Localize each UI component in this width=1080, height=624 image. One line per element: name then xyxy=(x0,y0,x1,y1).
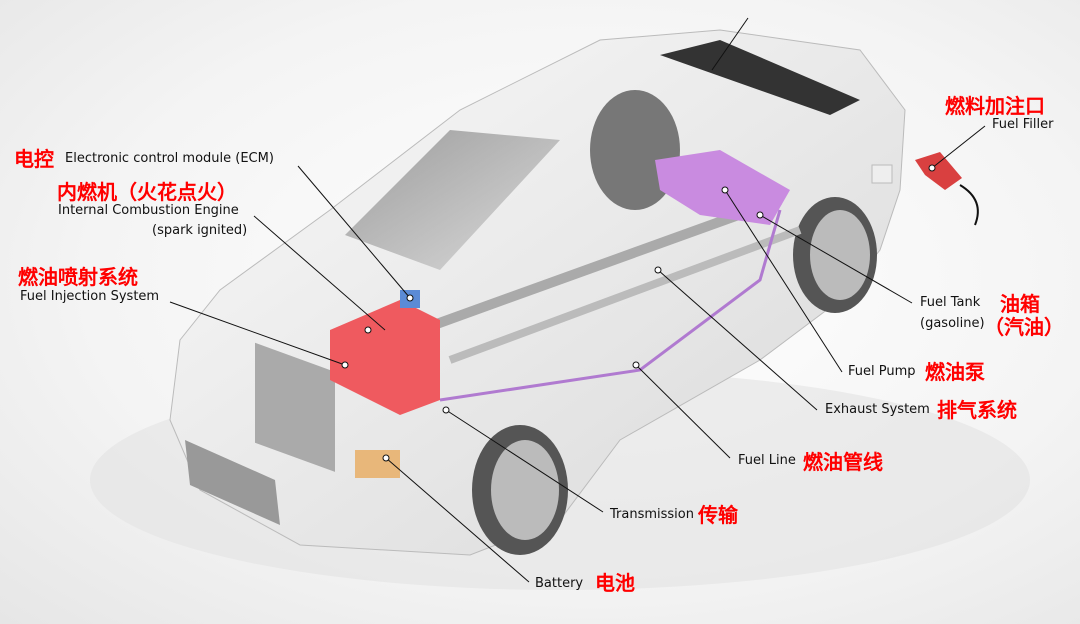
dot-exhaust xyxy=(654,266,662,274)
exhaust-pipe xyxy=(418,195,782,335)
dot-ecm xyxy=(406,294,414,302)
tank-label-en: Fuel Tank xyxy=(920,295,981,310)
fuel-hose xyxy=(959,184,979,226)
pump-label-zh: 燃油泵 xyxy=(925,360,985,384)
fuel-nozzle xyxy=(915,152,962,190)
rear-wheel-rim xyxy=(810,210,870,300)
battery-label-en: Battery xyxy=(535,576,584,591)
ecm-label-zh: 电控 xyxy=(14,147,54,171)
leader-dots xyxy=(341,164,936,462)
dot-engine xyxy=(364,326,372,334)
pump-label-en: Fuel Pump xyxy=(848,364,916,379)
leader-pump xyxy=(724,189,843,373)
leader-antenna xyxy=(711,17,749,71)
engine-label-en: Internal Combustion Engine xyxy=(58,203,239,218)
tank-label-zh: 油箱 xyxy=(1000,292,1040,316)
engine-block xyxy=(330,300,440,415)
dot-injection xyxy=(341,361,349,369)
rear-wheel-left xyxy=(590,90,680,210)
dot-battery xyxy=(382,454,390,462)
leader-ecm xyxy=(297,165,411,299)
ecm-label-en: Electronic control module (ECM) xyxy=(65,151,274,166)
transmission-label-en: Transmission xyxy=(610,507,694,522)
engine-label-en2: (spark ignited) xyxy=(152,223,248,238)
filler-label-en: Fuel Filler xyxy=(992,117,1054,132)
exhaust-pipe-2 xyxy=(448,226,802,364)
injection-label-en: Fuel Injection System xyxy=(20,289,160,304)
engine-label-zh: 内燃机（火花点火） xyxy=(57,180,237,204)
fuel-line xyxy=(439,209,782,402)
fuel-line-label-en: Fuel Line xyxy=(738,453,796,468)
leader-battery xyxy=(385,457,530,583)
leader-transmission xyxy=(445,409,604,513)
radiator xyxy=(255,342,335,472)
windshield xyxy=(345,130,560,270)
fuel-tank xyxy=(655,150,790,225)
leader-filler xyxy=(931,125,986,169)
roof-glass xyxy=(660,40,860,115)
fuel-filler-door xyxy=(871,164,893,184)
battery-label-zh: 电池 xyxy=(595,571,635,595)
leader-injection xyxy=(169,301,346,366)
dot-transmission xyxy=(442,406,450,414)
dot-pump xyxy=(721,186,729,194)
exhaust-label-zh: 排气系统 xyxy=(937,398,1017,422)
injection-label-zh: 燃油喷射系统 xyxy=(18,265,138,289)
dot-fuel-line xyxy=(632,361,640,369)
leader-engine xyxy=(253,215,386,331)
exhaust-label-en: Exhaust System xyxy=(825,402,930,417)
transmission-label-zh: 传输 xyxy=(698,503,738,527)
leader-tank xyxy=(759,214,913,304)
fuel-line-label-zh: 燃油管线 xyxy=(803,450,883,474)
tank-label-en2: (gasoline) xyxy=(920,316,985,331)
grille xyxy=(185,440,280,525)
filler-label-zh: 燃料加注口 xyxy=(945,94,1045,118)
leader-lines xyxy=(169,17,986,583)
tank-label-zh2: （汽油） xyxy=(984,315,1064,339)
dot-filler xyxy=(928,164,936,172)
front-wheel-rim xyxy=(491,440,559,540)
dot-tank xyxy=(756,211,764,219)
leader-fuel-line xyxy=(635,364,731,459)
leader-exhaust xyxy=(657,269,818,411)
